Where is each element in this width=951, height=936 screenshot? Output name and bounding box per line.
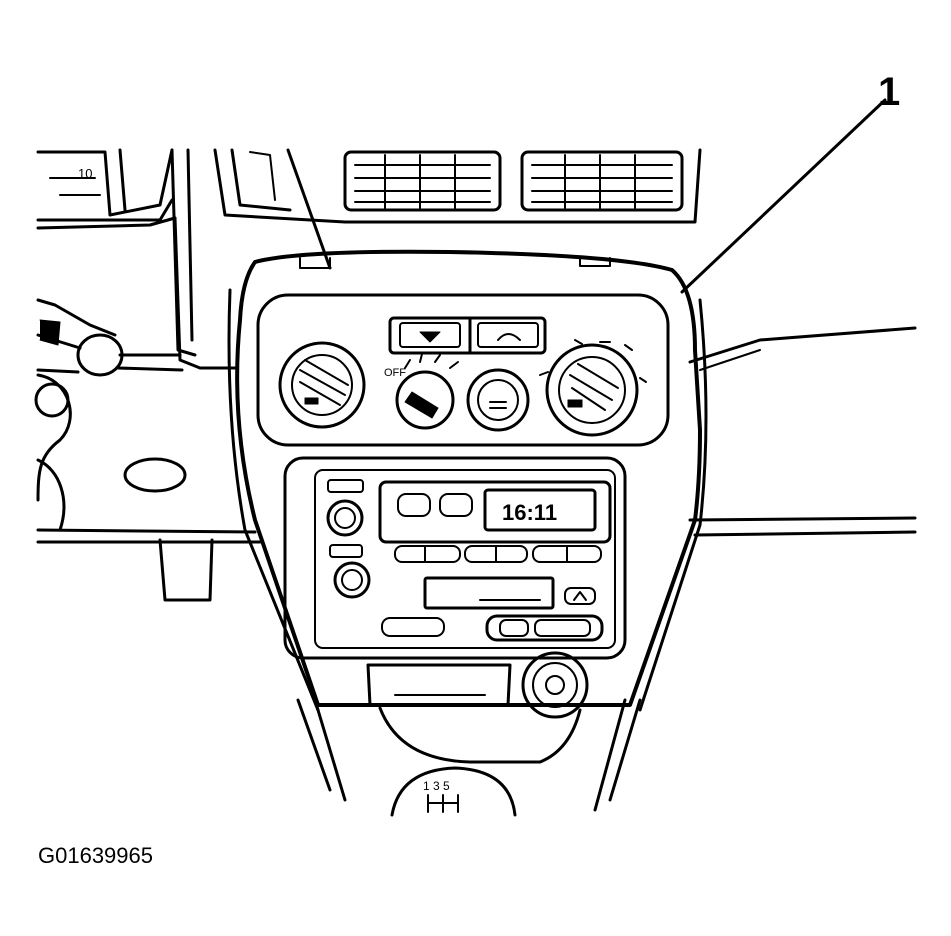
hvac-control-panel [256, 293, 670, 447]
clock-readout: 16:11 [502, 500, 557, 525]
callout-leader-line [680, 98, 887, 294]
dashboard-panel-edges [36, 216, 917, 602]
speedometer-fragment: 10 [78, 166, 92, 181]
left-center-vent [343, 150, 502, 212]
hvac-button-strip [388, 316, 547, 355]
cigarette-lighter [521, 651, 589, 719]
instrument-cluster: 10 [36, 148, 197, 357]
figure-id: G01639965 [38, 843, 153, 868]
volume-knob [326, 499, 364, 537]
center-vents [213, 148, 702, 224]
callout-number: 1 [878, 70, 901, 114]
storage-tray [366, 663, 512, 707]
tune-knob [333, 561, 371, 599]
antenna-lead [286, 148, 332, 270]
temperature-knob [278, 341, 366, 429]
right-center-vent [520, 150, 684, 212]
radio-display-bezel [378, 480, 612, 544]
radio-head-unit: 16:11 [283, 456, 627, 660]
stalk-knob [76, 333, 124, 377]
ac-button [466, 368, 530, 432]
air-mode-knob [545, 343, 639, 437]
shift-knob [390, 766, 517, 817]
cassette-slot [423, 576, 555, 610]
shift-pattern-label: 1 3 5 [423, 779, 450, 793]
fan-speed-off-label: OFF [384, 367, 406, 379]
dash-oval-recess [123, 457, 187, 493]
clock-display [483, 488, 597, 532]
steering-column [34, 298, 184, 532]
fan-speed-knob [395, 370, 455, 430]
lower-console: 1 3 5 [296, 651, 642, 817]
center-console-bezel: OFF [227, 249, 708, 712]
